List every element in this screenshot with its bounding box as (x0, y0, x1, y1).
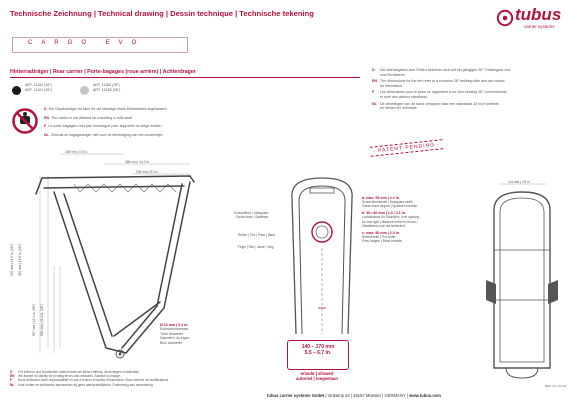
list-item: NL Gebruik de bagagedrager niet voor de … (44, 132, 163, 137)
spec-c-title: c: max. 50 mm | 2.0 in. (362, 231, 400, 236)
wheel-detail-drawing (291, 177, 353, 335)
spec-b-title: b: 50 / 80 mm | 2.0 / 3.1 in. (362, 211, 406, 216)
list-item-continued: et sont des valeurs standards. (380, 94, 428, 99)
article-number: ART. 11150 (28") (93, 83, 120, 87)
dim-top-3: 208 mm | 8.2 in. (136, 170, 159, 174)
label-tire: Reifen | Tire | Pneu | Band (238, 233, 276, 237)
color-swatch-silver (80, 86, 89, 95)
no-child-seat-icon (12, 108, 38, 134)
article-number: ART. 11100 (28") (25, 83, 52, 87)
article-number: ART. 11101 (26") (25, 88, 52, 92)
revision-label: REV 2.0 | 01.03 (545, 384, 567, 388)
child-warning-list: D Der Gepäckträger ist nicht für die Mon… (44, 107, 167, 137)
product-name-box (12, 37, 188, 53)
allowed-label: erlaubt | allowed autorisé | toegestaan (296, 371, 338, 381)
list-item-continued: sind Richtwerte. (380, 72, 406, 77)
dim-top-1: 165 mm | 6.5 in. (65, 150, 88, 154)
front-view-drawing (486, 183, 558, 379)
article-list: ART. 11100 (28") ART. 11101 (26") ART. 1… (12, 83, 132, 99)
website-link[interactable]: www.tubus.com (409, 393, 441, 398)
front-width-dim: 114 mm | 4.5 in. (508, 180, 531, 184)
spec-list: a: max. 55 mm | 2.2 in. Schutzblechbreit… (362, 196, 420, 244)
logo: tubus carrier systems (488, 5, 568, 36)
dim-height-1: 370 mm | 14.5 in. (28") (10, 243, 15, 277)
page-title: Technische Zeichnung | Technical drawing… (10, 9, 314, 18)
article-number: ART. 12150 (26") (93, 88, 121, 92)
list-item-continued: en dienen ter oriëntatie. (380, 106, 418, 111)
section-subtitle: Hinterradträger | Rear carrier | Porte-b… (10, 69, 196, 75)
range-value-inch: 5.5 – 6.7 in. (304, 350, 332, 356)
list-item-continued: for orientation. (380, 83, 403, 88)
product-name: CARGO EVO (28, 40, 146, 46)
label-mudguard: Schutzblech | Mudguard Garde-boue | Spat… (234, 211, 269, 220)
list-item: D Der Gepäckträger ist nicht für die Mon… (44, 107, 167, 111)
tube-diameter-note: Ø 10 mm | 0.4 in. Rohrdurchmesser Tube d… (160, 323, 190, 345)
dim-height-4: 282 mm | 11.1 in. (26") (39, 304, 44, 337)
logo-word: tubus (515, 5, 562, 24)
section-divider (10, 77, 360, 78)
company-footer: tubus carrier systems GmbH | Vinkamp 24 … (267, 393, 441, 398)
logo-icon (496, 9, 514, 27)
list-item: EN The carrier is not allowed for mounti… (44, 115, 133, 120)
spec-a-title: a: max. 55 mm | 2.2 in. (362, 196, 400, 200)
color-swatch-black (12, 86, 21, 95)
dim-height-3: 307 mm | 12.1 in. (28") (32, 303, 37, 337)
logo-subtitle: carrier systems (524, 24, 555, 29)
allowed-range-box: 140 – 170 mm 5.5 – 6.7 in. (287, 340, 349, 370)
patent-pending-badge: - PATENT-PENDING - (369, 139, 444, 157)
dim-top-2: 366 mm | 14.4 in. (125, 160, 150, 164)
label-rim: Felge | Rim | Jante | Velg (238, 245, 274, 249)
list-item: F Le porte-bagages n'est pas homologué p… (44, 124, 163, 129)
side-view-drawing (35, 153, 195, 359)
range-value: 140 – 170 mm (301, 344, 335, 350)
dim-height-2: 345 mm | 13.6 in. (26") (18, 243, 23, 277)
